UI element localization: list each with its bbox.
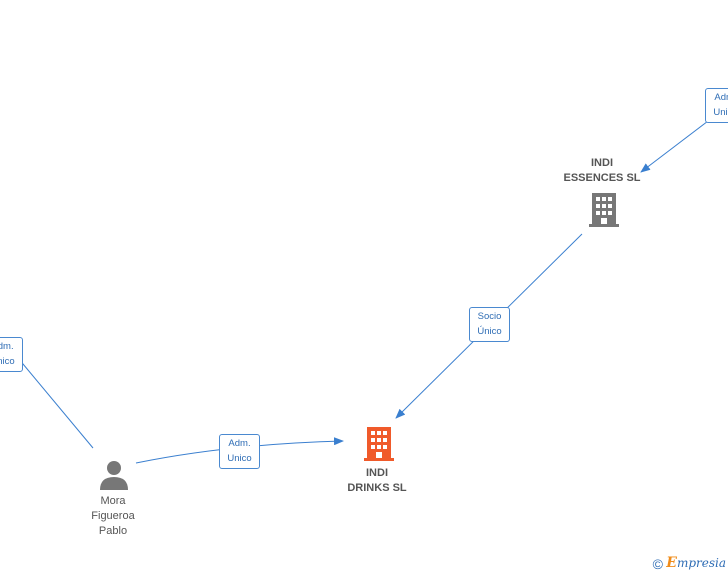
person-icon[interactable]	[100, 461, 128, 490]
edge-label-line: Socio	[477, 311, 502, 322]
edge-label-line: Adm.	[228, 438, 251, 449]
person-label-mora[interactable]: Mora Figueroa Pablo	[63, 494, 163, 539]
edge-label-line: Único	[477, 326, 502, 337]
edge-right-to-essences	[640, 117, 713, 173]
edge-label-line: Adm.	[714, 92, 728, 103]
company-name-line: DRINKS SL	[347, 482, 407, 494]
edge-label-mora-to-drinks[interactable]: Adm. Unico	[219, 434, 260, 469]
edge-label-line: Unico	[227, 453, 252, 464]
edge-label-left-to-mora[interactable]: Adm. Unico	[0, 337, 23, 372]
company-name-line: ESSENCES SL	[563, 172, 641, 184]
edge-left-to-mora	[17, 357, 94, 449]
brand-logo: Empresia	[666, 555, 726, 572]
empresia-watermark: © Empresia	[653, 555, 726, 572]
company-label-indi-essences[interactable]: INDI ESSENCES SL	[552, 156, 652, 186]
edge-label-essences-to-drinks[interactable]: Socio Único	[469, 307, 510, 342]
company-name-line: INDI	[366, 467, 388, 479]
edge-label-line: Adm.	[0, 341, 14, 352]
company-label-indi-drinks[interactable]: INDI DRINKS SL	[327, 466, 427, 496]
building-icon[interactable]	[364, 427, 394, 461]
edge-label-line: Unico	[0, 356, 15, 367]
edge-label-line: Unico	[713, 107, 728, 118]
building-icon[interactable]	[589, 193, 619, 227]
company-name-line: INDI	[591, 157, 613, 169]
person-name-line: Pablo	[98, 525, 128, 537]
brand-name: mpresia	[676, 556, 726, 571]
person-name-line: Figueroa	[91, 510, 135, 522]
edge-label-right-to-essences[interactable]: Adm. Unico	[705, 88, 728, 123]
brand-initial: E	[666, 555, 677, 572]
copyright-symbol: ©	[652, 556, 663, 572]
person-name-line: Mora	[100, 495, 126, 507]
